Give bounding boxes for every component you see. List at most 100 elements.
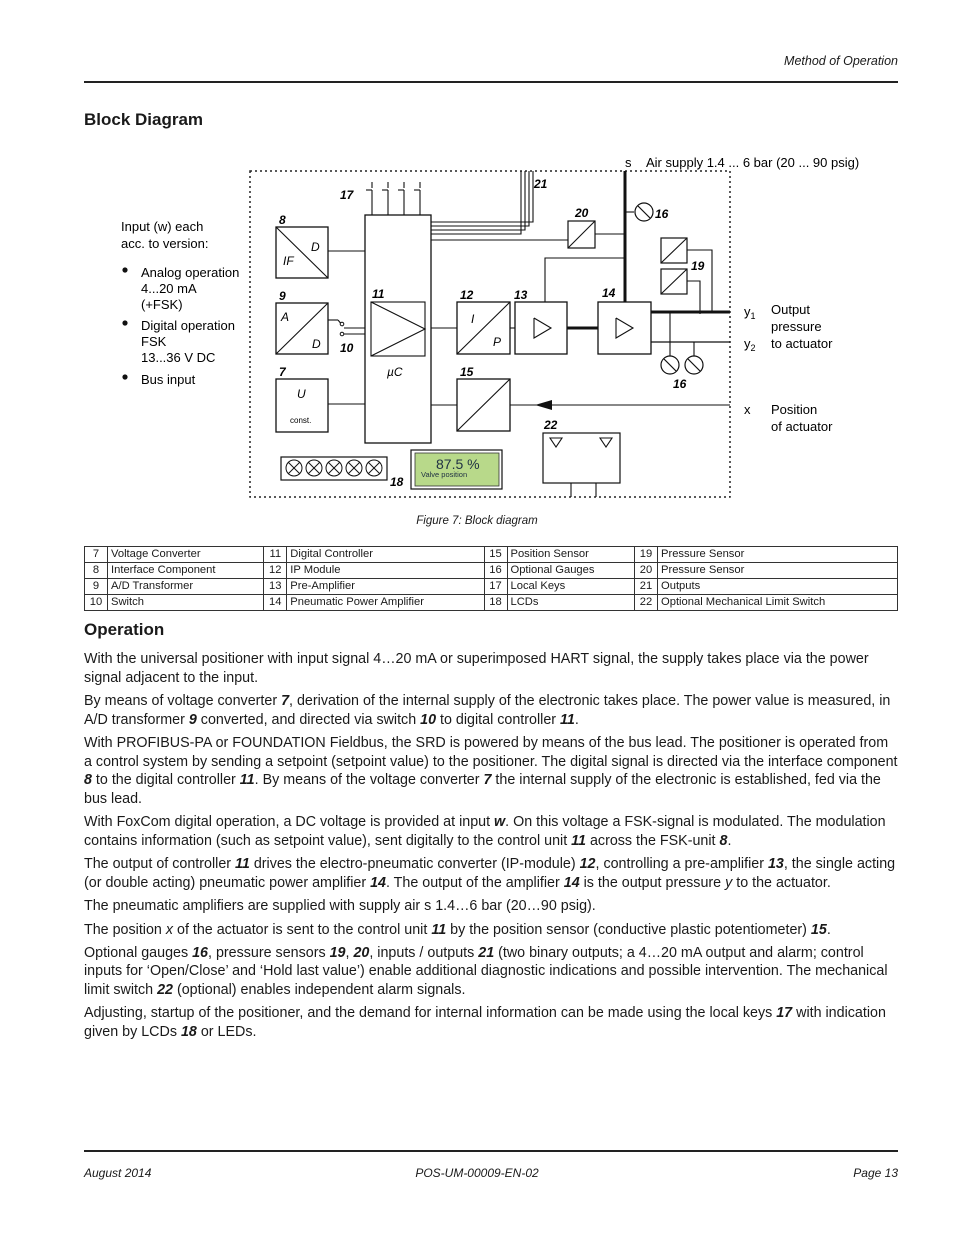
box9-d: D (312, 337, 321, 351)
reference-number: 10 (420, 711, 437, 728)
legend-description: A/D Transformer (106, 578, 265, 595)
legend-number: 9 (84, 578, 108, 595)
text-run: Adjusting, startup of the positioner, an… (84, 1005, 777, 1022)
text-run: . The output of the amplifier (385, 874, 564, 891)
text-run: or LEDs. (196, 1024, 257, 1041)
legend-description: Switch (106, 594, 265, 611)
text-run: The output of controller (84, 856, 235, 873)
legend-description: Outputs (657, 578, 898, 595)
paragraph: The pneumatic amplifiers are supplied wi… (84, 897, 900, 916)
legend-number: 20 (634, 562, 659, 579)
text-run: is the output pressure (579, 874, 726, 891)
text-run: By means of voltage converter (84, 692, 282, 709)
text-run: converted, and directed via switch (196, 711, 421, 728)
legend-description: Local Keys (506, 578, 636, 595)
lcd-value: 87.5 % (436, 456, 480, 472)
text-run: to the digital controller (91, 772, 240, 789)
label-16-bottom: 16 (673, 377, 687, 391)
text-run: , inputs / outputs (369, 944, 479, 961)
paragraph: With FoxCom digital operation, a DC volt… (84, 813, 900, 850)
text-run: to digital controller (436, 711, 561, 728)
text-run: Optional gauges (84, 944, 193, 961)
legend-number: 15 (483, 546, 508, 563)
label-17: 17 (340, 188, 355, 202)
legend-description: Voltage Converter (106, 546, 265, 563)
legend-description: Interface Component (106, 562, 265, 579)
text-run: y (725, 874, 733, 891)
label-18: 18 (390, 475, 404, 489)
box8-if: IF (283, 254, 294, 268)
legend-number: 13 (263, 578, 288, 595)
output-label-3: to actuator (771, 336, 833, 351)
paragraph: With PROFIBUS-PA or FOUNDATION Fieldbus,… (84, 734, 900, 808)
lcd-label: Valve position (421, 470, 467, 479)
text-run: The position (84, 921, 166, 938)
limit-switch-box (542, 432, 621, 484)
reference-number: 11 (571, 832, 586, 849)
label-21: 21 (533, 177, 548, 191)
paragraph: The position x of the actuator is sent t… (84, 921, 900, 940)
legend-description: Optional Gauges (506, 562, 636, 579)
header-rule (84, 81, 898, 83)
legend-number: 8 (84, 562, 108, 579)
position-label-2: of actuator (771, 419, 833, 434)
label-20: 20 (574, 206, 589, 220)
label-10: 10 (340, 341, 354, 355)
paragraph: Adjusting, startup of the positioner, an… (84, 1004, 900, 1041)
reference-number: 9 (188, 711, 197, 728)
reference-number: 17 (776, 1005, 793, 1022)
box11-uc: µC (387, 365, 403, 379)
text-run: . On this voltage a FSK-signal is modula… (84, 814, 886, 849)
bullet-2-line3: 13...36 V DC (141, 350, 215, 365)
legend-number: 22 (634, 594, 659, 611)
reference-number: 18 (180, 1024, 197, 1041)
reference-number: 20 (353, 944, 370, 961)
position-label-1: Position (771, 402, 817, 417)
reference-number: 13 (767, 856, 784, 873)
label-22: 22 (543, 418, 558, 432)
text-run: . (727, 832, 732, 849)
text-run: to the actuator. (732, 874, 831, 891)
reference-number: 11 (431, 921, 447, 938)
running-header: Method of Operation (784, 54, 898, 68)
legend-number: 19 (634, 546, 659, 563)
legend-description: Pressure Sensor (657, 546, 898, 563)
label-12: 12 (460, 288, 474, 302)
text-run: of the actuator is sent to the control u… (173, 921, 432, 938)
reference-number: w (494, 814, 506, 831)
label-14: 14 (602, 286, 616, 300)
reference-number: 14 (563, 874, 580, 891)
reference-number: 7 (281, 692, 290, 709)
text-run: (optional) enables independent alarm sig… (172, 982, 466, 999)
bullet (122, 267, 128, 273)
reference-number: 11 (560, 711, 575, 728)
reference-number: 8 (719, 832, 728, 849)
text-run: , controlling a pre-amplifier (595, 856, 768, 873)
legend-number: 21 (634, 578, 659, 595)
air-supply-label: Air supply 1.4 ... 6 bar (20 ... 90 psig… (646, 155, 859, 170)
figure-caption: Figure 7: Block diagram (416, 515, 538, 527)
text-run: drives the electro-pneumatic converter (… (249, 856, 580, 873)
text-run: across the FSK-unit (586, 832, 720, 849)
led-icons (285, 459, 383, 477)
reference-number: 12 (579, 856, 596, 873)
text-run: , (345, 944, 354, 961)
reference-number: 11 (235, 856, 250, 873)
output-label-1: Output (771, 302, 810, 317)
reference-number: 21 (478, 944, 495, 961)
text-run: (two binary outputs; a 4…20 mA output an… (84, 944, 888, 999)
text-run: . (574, 711, 579, 728)
bullet-1-line1: Analog operation (141, 265, 239, 280)
arrow-icon (535, 400, 552, 410)
operation-text: With the universal positioner with input… (84, 650, 900, 1046)
reference-number: 22 (157, 982, 173, 999)
input-label-line1: Input (w) each (121, 219, 203, 234)
reference-number: 19 (329, 944, 346, 961)
label-13: 13 (514, 288, 528, 302)
box12-i: I (471, 312, 475, 326)
box7-u: U (297, 387, 306, 401)
text-run: With the universal positioner with input… (84, 651, 869, 686)
bullet-1-line2: 4...20 mA (141, 281, 197, 296)
